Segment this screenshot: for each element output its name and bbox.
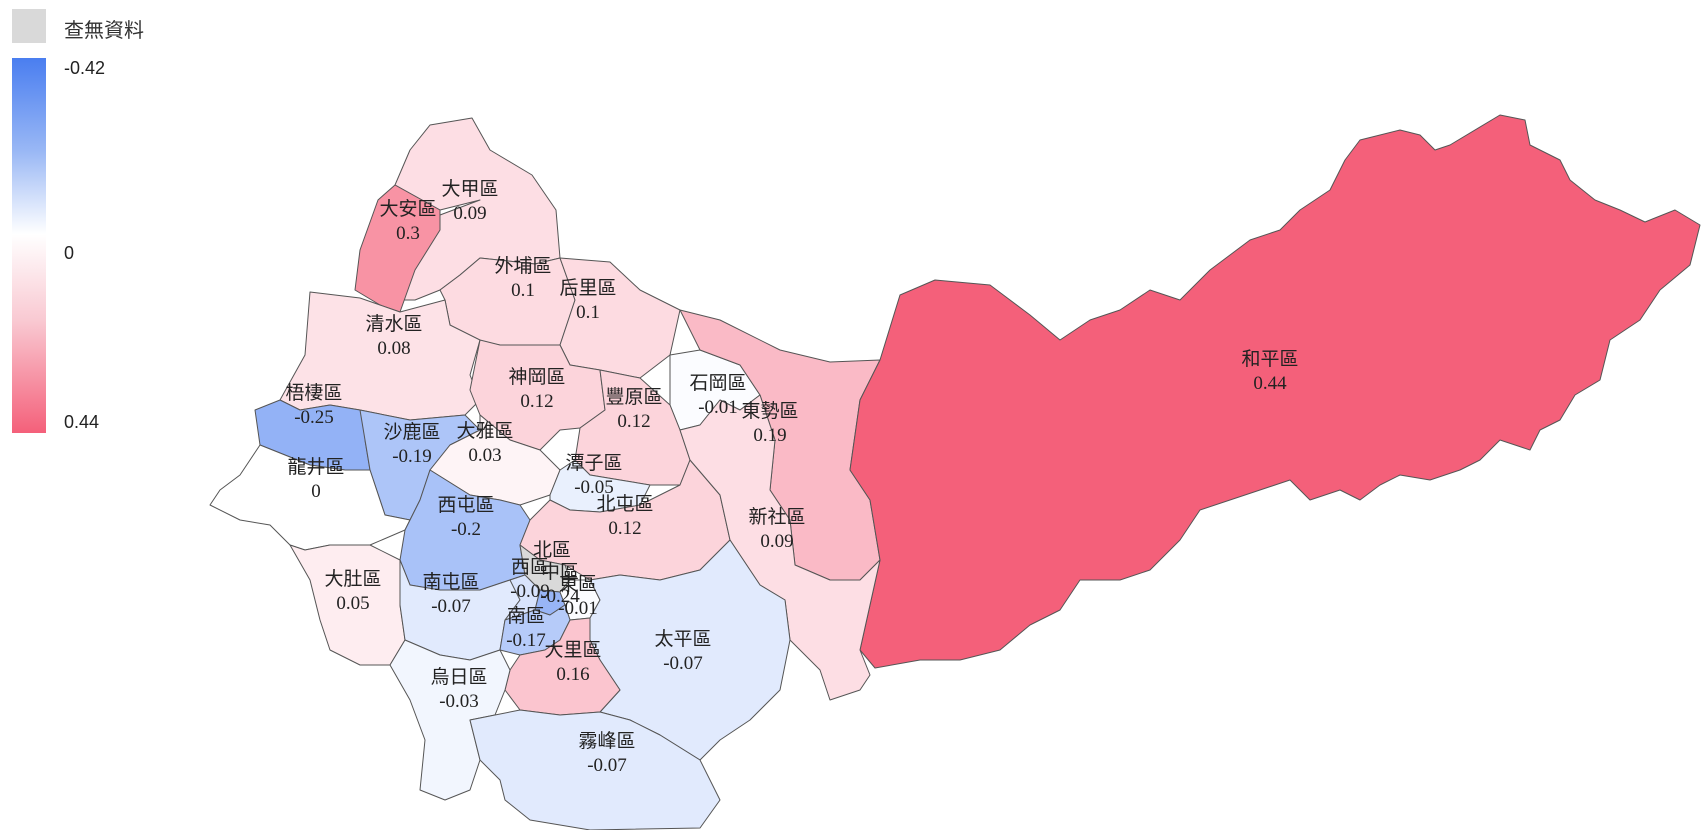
district-value-heping: 0.44 bbox=[1253, 373, 1287, 394]
district-value-qingshui: 0.08 bbox=[377, 338, 410, 359]
district-name-shalu: 沙鹿區 bbox=[383, 421, 440, 443]
district-value-houli: 0.1 bbox=[576, 302, 600, 323]
district-value-tanzi: -0.05 bbox=[574, 477, 614, 498]
district-value-dongshi: 0.19 bbox=[753, 425, 786, 446]
district-value-xinshe: 0.09 bbox=[760, 531, 793, 552]
district-name-west: 西區 bbox=[511, 556, 549, 578]
district-name-shengang: 神岡區 bbox=[508, 366, 565, 388]
district-name-daya: 大雅區 bbox=[456, 420, 513, 442]
district-name-longjing: 龍井區 bbox=[287, 456, 344, 478]
district-name-wuri: 烏日區 bbox=[430, 666, 487, 688]
district-value-wuqi: -0.25 bbox=[294, 407, 334, 428]
legend-tick-min: -0.42 bbox=[64, 58, 106, 78]
district-value-west: -0.09 bbox=[510, 581, 550, 602]
district-name-dajia: 大甲區 bbox=[441, 178, 498, 200]
district-name-xinshe: 新社區 bbox=[748, 506, 805, 528]
district-value-daan: 0.3 bbox=[396, 223, 420, 244]
district-name-south: 南區 bbox=[507, 605, 545, 627]
legend-tick-max: 0.44 bbox=[64, 412, 100, 432]
district-value-longjing: 0 bbox=[311, 481, 321, 502]
district-value-fengyuan: 0.12 bbox=[617, 411, 650, 432]
district-name-daan: 大安區 bbox=[379, 198, 436, 220]
district-name-dongshi: 東勢區 bbox=[741, 400, 798, 422]
district-name-central: 中區 bbox=[541, 561, 579, 583]
district-name-wufeng: 霧峰區 bbox=[578, 730, 635, 752]
district-value-wufeng: -0.07 bbox=[587, 755, 627, 776]
district-name-fengyuan: 豐原區 bbox=[605, 386, 662, 408]
district-name-dali: 大里區 bbox=[544, 639, 601, 661]
district-value-wuri: -0.03 bbox=[439, 691, 479, 712]
no-data-label: 查無資料 bbox=[64, 18, 144, 42]
district-value-east: -0.01 bbox=[558, 598, 598, 619]
color-scale-bar bbox=[12, 58, 46, 433]
district-name-qingshui: 清水區 bbox=[365, 313, 422, 335]
district-name-north: 北區 bbox=[533, 539, 571, 561]
district-name-nantun: 南屯區 bbox=[422, 571, 479, 593]
district-value-central: -0.24 bbox=[540, 586, 580, 607]
district-name-heping: 和平區 bbox=[1241, 348, 1298, 370]
district-value-daya: 0.03 bbox=[468, 445, 501, 466]
district-value-shengang: 0.12 bbox=[520, 391, 553, 412]
district-name-xitun: 西屯區 bbox=[437, 494, 494, 516]
district-dali[interactable] bbox=[504, 617, 621, 716]
district-name-shigang: 石岡區 bbox=[689, 372, 746, 394]
district-name-waipu: 外埔區 bbox=[494, 255, 551, 277]
district-value-beitun: 0.12 bbox=[608, 518, 641, 539]
district-name-dadu: 大肚區 bbox=[324, 568, 381, 590]
no-data-swatch bbox=[12, 9, 46, 43]
district-value-waipu: 0.1 bbox=[511, 280, 535, 301]
legend-tick-mid: 0 bbox=[64, 243, 75, 263]
district-name-east: 東區 bbox=[559, 573, 597, 595]
district-value-taiping: -0.07 bbox=[663, 653, 703, 674]
district-name-tanzi: 潭子區 bbox=[565, 452, 622, 474]
district-value-shalu: -0.19 bbox=[392, 446, 432, 467]
district-name-beitun: 北屯區 bbox=[596, 493, 653, 515]
district-name-houli: 后里區 bbox=[559, 277, 616, 299]
district-wufeng[interactable] bbox=[469, 709, 721, 830]
district-value-shigang: -0.01 bbox=[698, 397, 738, 418]
district-value-nantun: -0.07 bbox=[431, 596, 471, 617]
district-value-dadu: 0.05 bbox=[336, 593, 369, 614]
district-value-xitun: -0.2 bbox=[451, 519, 481, 540]
district-value-dali: 0.16 bbox=[556, 664, 589, 685]
district-name-taiping: 太平區 bbox=[654, 628, 711, 650]
color-legend: 查無資料 -0.42 0 0.44 bbox=[0, 0, 200, 460]
district-name-wuqi: 梧棲區 bbox=[285, 382, 342, 404]
district-heping[interactable] bbox=[849, 114, 1701, 669]
district-value-dajia: 0.09 bbox=[453, 203, 486, 224]
district-value-south: -0.17 bbox=[506, 630, 546, 651]
